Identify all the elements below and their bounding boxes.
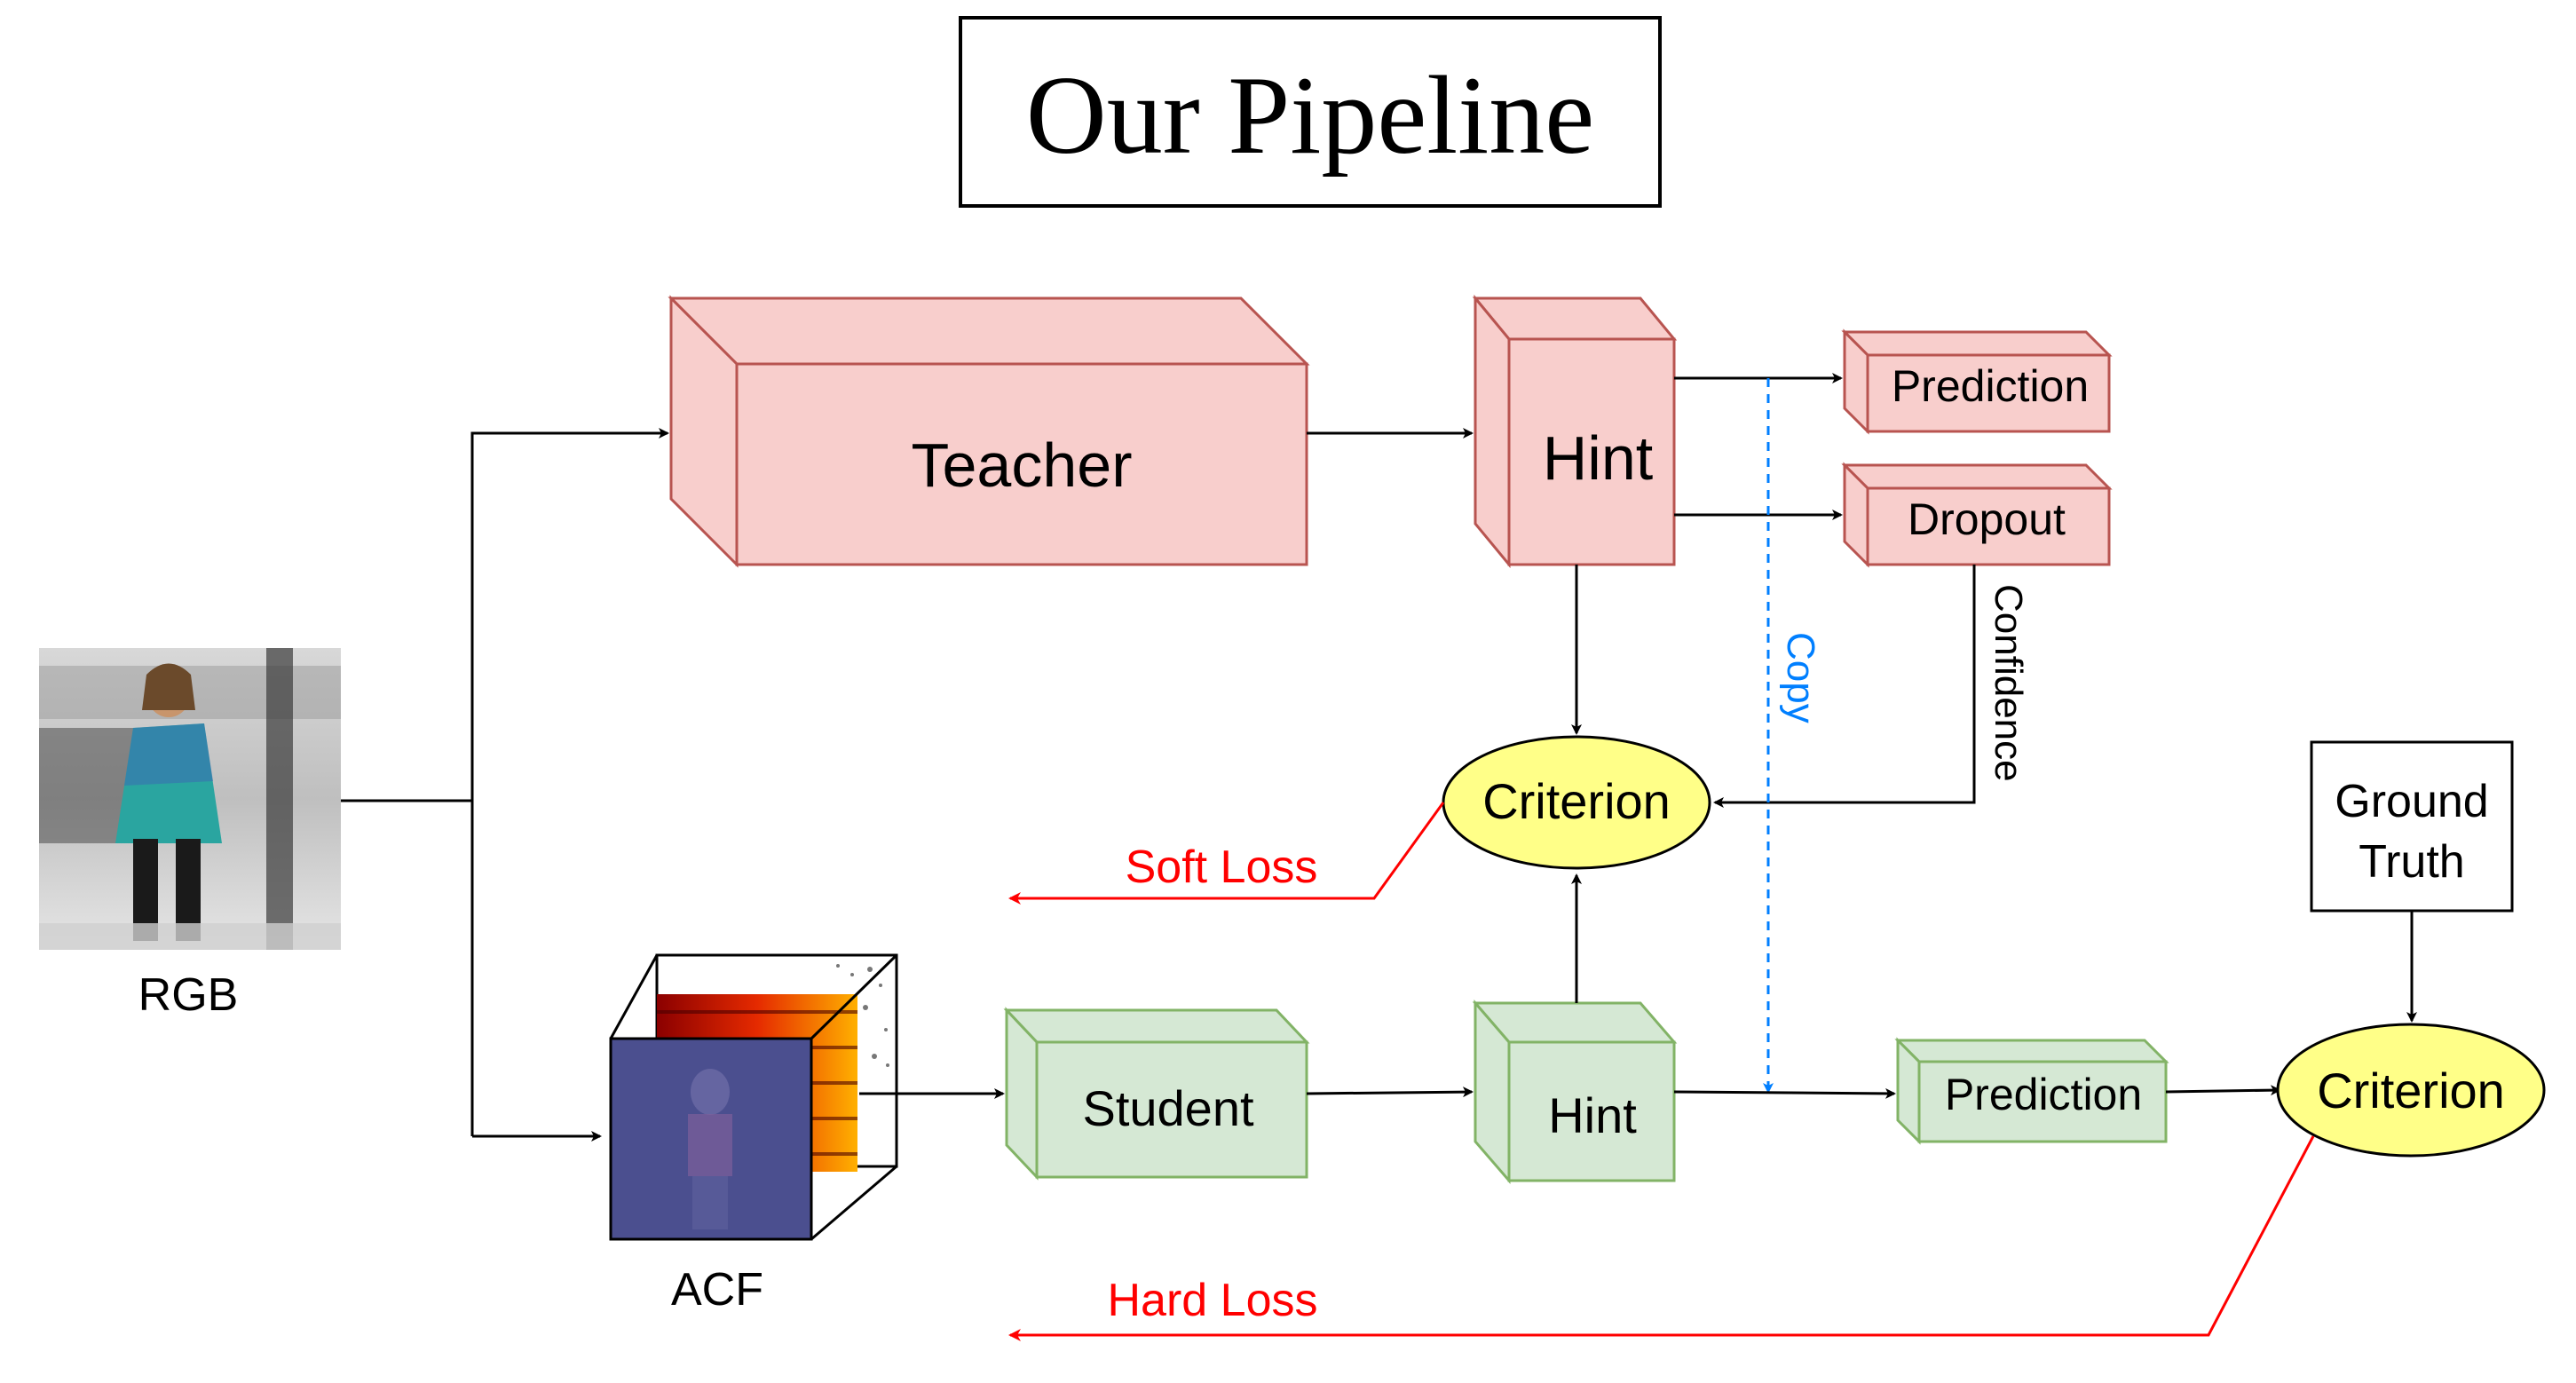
teacher-hint-label: Hint	[1543, 423, 1653, 493]
criterion-soft-label: Criterion	[1482, 773, 1671, 829]
student-prediction-label: Prediction	[1945, 1070, 2142, 1119]
soft-loss-label: Soft Loss	[1126, 842, 1318, 893]
rgb-label: RGB	[138, 969, 239, 1021]
soft-loss-arrow	[1008, 802, 1445, 905]
hard-loss-arrow	[1008, 1135, 2315, 1341]
criterion-hard	[2276, 1023, 2546, 1158]
acf-cube	[609, 953, 898, 1241]
student-label: Student	[1082, 1080, 1253, 1136]
student-hint-block	[1472, 999, 1678, 1185]
title: Our Pipeline	[1026, 54, 1594, 178]
title-box: Our Pipeline	[959, 16, 1662, 208]
confidence-label: Confidence	[1987, 584, 2030, 782]
rgb-image	[39, 648, 341, 950]
student-hint-to-prediction-arrow	[1673, 1087, 1896, 1099]
copy-label: Copy	[1779, 632, 1822, 723]
acf-label: ACF	[671, 1264, 763, 1316]
teacher-prediction-label: Prediction	[1892, 361, 2089, 411]
teacher-hint-block	[1472, 294, 1678, 569]
teacher-prediction-block	[1841, 328, 2113, 435]
ground-truth-line1: Ground	[2335, 776, 2488, 827]
student-prediction-block	[1894, 1037, 2169, 1145]
ground-truth-box: Ground Truth	[2310, 740, 2514, 913]
student-block	[1003, 1007, 1310, 1181]
student-to-hint-arrow	[1306, 1087, 1474, 1098]
prediction-to-criterion-arrow	[2165, 1085, 2281, 1096]
dropout-label: Dropout	[1908, 494, 2066, 544]
ground-truth-line2: Truth	[2359, 836, 2464, 888]
confidence-connector	[1713, 565, 1976, 808]
teacher-hint-outputs	[1674, 373, 1843, 520]
criterion-hard-label: Criterion	[2317, 1063, 2505, 1118]
rgb-connectors	[341, 428, 669, 1142]
dropout-block	[1841, 462, 2113, 568]
student-hint-label: Hint	[1548, 1087, 1637, 1143]
teacher-block	[668, 295, 1310, 568]
hard-loss-label: Hard Loss	[1108, 1275, 1318, 1326]
teacher-label: Teacher	[911, 431, 1132, 500]
